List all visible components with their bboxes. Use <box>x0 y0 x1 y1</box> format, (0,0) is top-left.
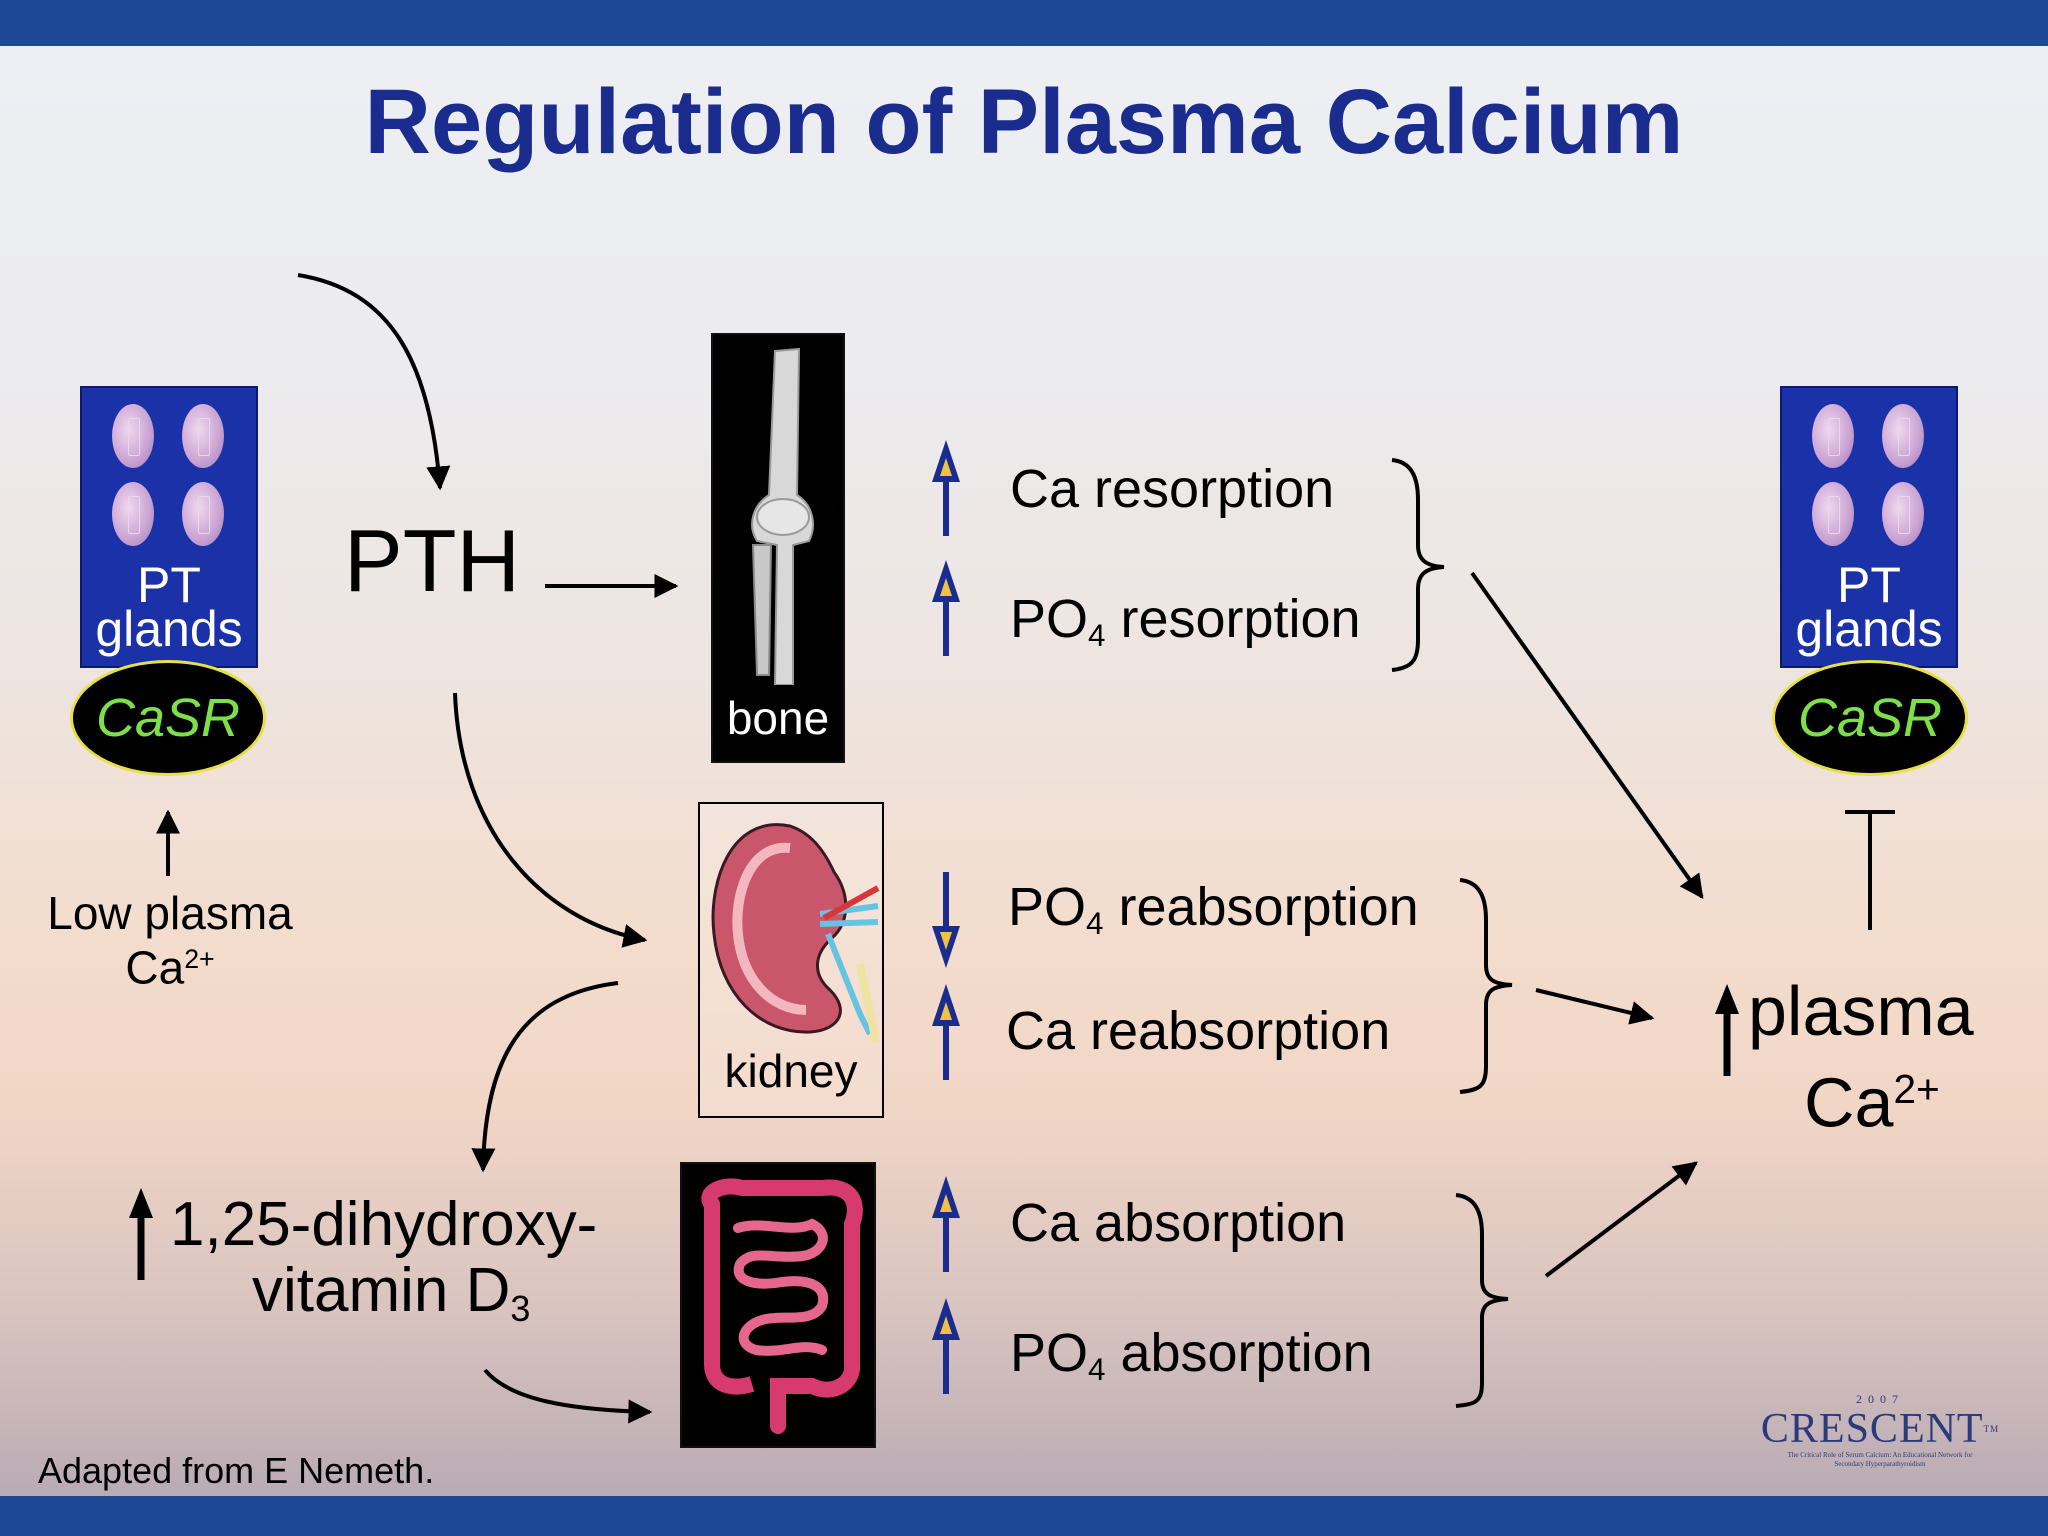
logo-tagline: The Critical Role of Serum Calcium: An E… <box>1787 1451 1973 1468</box>
stimulus-ion: Ca <box>125 941 185 994</box>
effect-ca-absorption-label: Ca absorption <box>1010 1193 1347 1253</box>
right-pt-label: PT <box>1837 557 1901 613</box>
gut-effects-bracket <box>1455 1193 1509 1408</box>
pth-to-kidney-arrow <box>453 692 648 948</box>
effect-ca-reabsorption-label: Ca reabsorption <box>1006 1001 1391 1061</box>
left-pt-label: PT <box>137 557 201 613</box>
vitamin-to-gut-arrow <box>483 1368 653 1424</box>
top-band <box>0 0 2048 46</box>
vitamin-d-label: 1,25-dihydroxy- vitamin D3 <box>170 1192 597 1342</box>
vitamin-line2: vitamin D3 <box>252 1256 531 1330</box>
stimulus-charge: 2+ <box>184 944 215 974</box>
effect-po4-resorption-arrow <box>924 556 968 665</box>
stimulus-line2: Ca2+ <box>20 936 320 990</box>
effect-po4-absorption-label: PO4 absorption <box>1010 1323 1373 1387</box>
left-pt-glands-box: PT glands <box>80 386 258 668</box>
vitamin-increase-arrow <box>126 1186 156 1287</box>
effect-po4-resorption-label: PO4 resorption <box>1010 589 1361 653</box>
gland-icon <box>1812 482 1854 546</box>
kidney-to-vitamin-arrow <box>471 981 619 1173</box>
gland-icon <box>182 482 224 546</box>
plasma-line2: Ca2+ <box>1804 1063 1940 1142</box>
effect-po4-absorption-arrow <box>924 1294 968 1403</box>
right-glands-label: glands <box>1795 601 1943 657</box>
stimulus-line1: Low plasma <box>47 887 293 939</box>
kidney-image: kidney <box>698 802 884 1118</box>
slide-title: Regulation of Plasma Calcium <box>364 71 1684 173</box>
low-plasma-calcium-label: Low plasma Ca2+ <box>20 890 320 990</box>
gland-icon <box>112 482 154 546</box>
intestine-icon <box>701 1178 863 1434</box>
kidney-effects-to-plasma-arrow <box>1535 988 1655 1025</box>
gland-icon <box>1882 482 1924 546</box>
crescent-logo: 2007 CRESCENTTM The Critical Role of Ser… <box>1760 1392 2000 1469</box>
bone-image: bone <box>711 333 845 763</box>
credit-text: Adapted from E Nemeth. <box>38 1450 435 1491</box>
pth-label: PTH <box>344 511 520 610</box>
right-casr-receptor: CaSR <box>1772 660 1968 776</box>
logo-name: CRESCENTTM <box>1760 1406 2000 1452</box>
gut-effects-to-plasma-arrow <box>1544 1161 1698 1278</box>
brackets <box>1391 458 1513 1408</box>
bone-effects-bracket <box>1391 458 1445 672</box>
effect-ca-absorption-arrow <box>924 1172 968 1281</box>
effect-ca-resorption-label: Ca resorption <box>1010 459 1335 519</box>
effect-ca-reabsorption-arrow <box>924 980 968 1089</box>
bone-effects-to-plasma-arrow <box>1470 571 1704 899</box>
bone-icon <box>751 347 814 685</box>
effect-ca-resorption-arrow <box>924 436 968 545</box>
gland-icon <box>182 404 224 468</box>
left-casr-receptor: CaSR <box>70 660 266 776</box>
kidney-label: kidney <box>724 1045 858 1097</box>
logo-year: 2007 <box>1856 1392 1904 1406</box>
gland-icon <box>1812 404 1854 468</box>
kidney-icon <box>711 823 880 1043</box>
gland-icon <box>1882 404 1924 468</box>
left-glands-label: glands <box>95 601 243 657</box>
kidney-effects-bracket <box>1459 878 1513 1094</box>
bone-label: bone <box>726 692 830 744</box>
right-pt-glands-box: PT glands <box>1780 386 1958 668</box>
effect-po4-reabsorption-label: PO4 reabsorption <box>1008 877 1419 941</box>
gland-to-pth-arrow <box>297 273 451 491</box>
gland-icon <box>112 404 154 468</box>
intestine-image <box>680 1162 876 1448</box>
effect-po4-reabsorption-arrow <box>924 868 968 977</box>
inhibition-symbol <box>1845 810 1895 930</box>
vitamin-line1: 1,25-dihydroxy- <box>170 1190 598 1259</box>
plasma-increase-arrow <box>1712 982 1742 1083</box>
plasma-calcium-label: plasma Ca2+ <box>1748 972 1974 1142</box>
bottom-band <box>0 1496 2048 1536</box>
plasma-line1: plasma <box>1748 972 1974 1050</box>
